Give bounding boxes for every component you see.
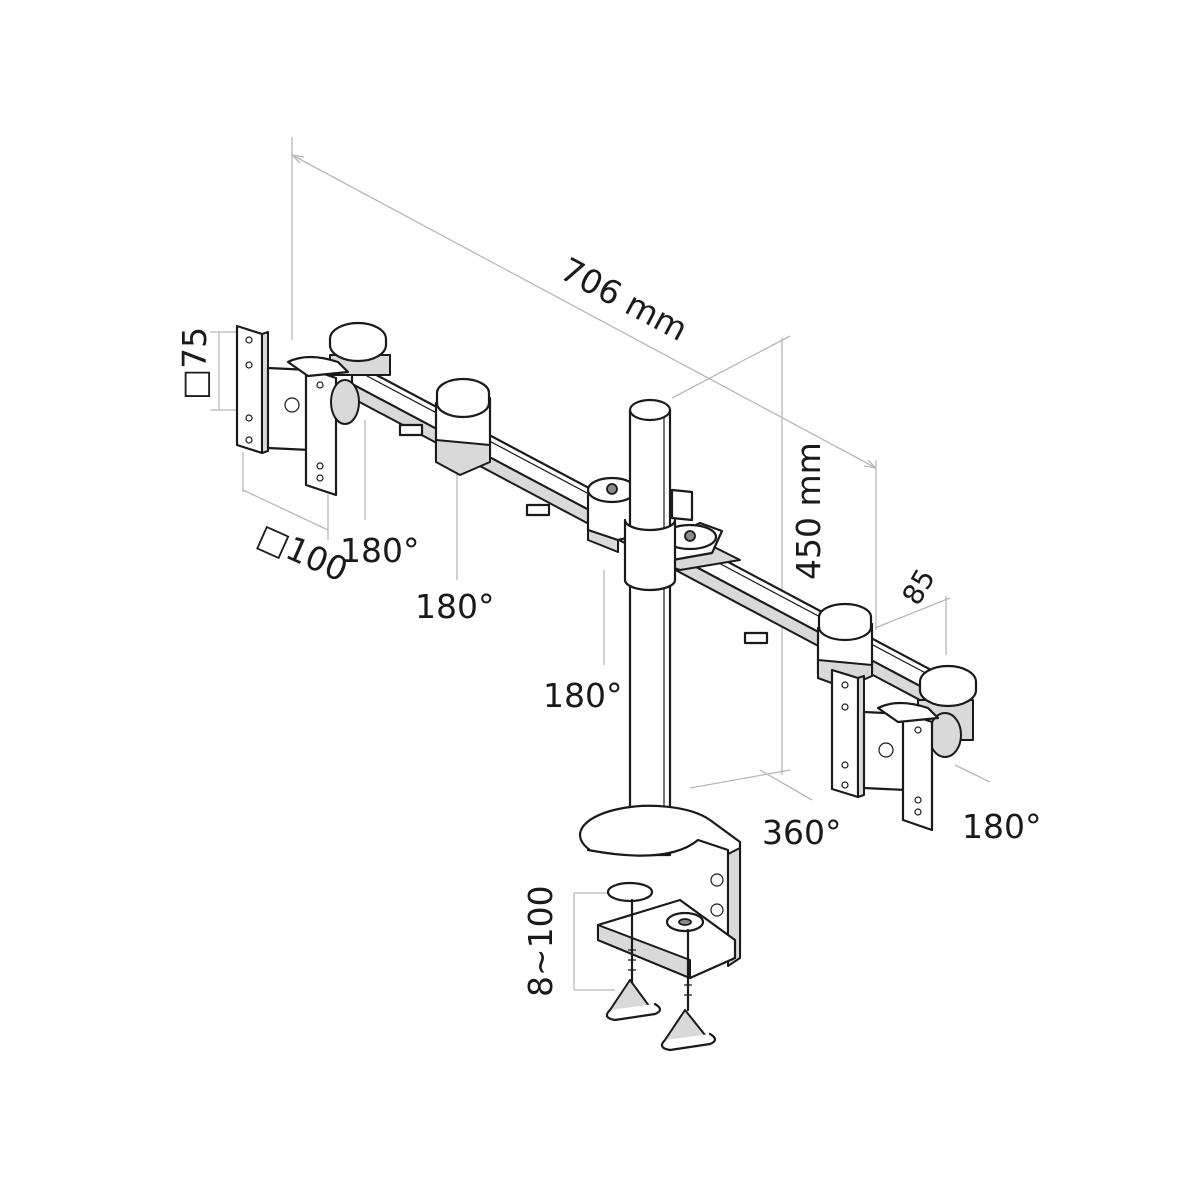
label-center-hub-rotation: 180° xyxy=(543,676,623,715)
left-vesa-mount xyxy=(235,324,360,497)
dimension-lines xyxy=(210,137,991,991)
left-arm-slider xyxy=(434,377,492,476)
desk-clamp xyxy=(579,804,742,1052)
label-pole-base-rotation: 360° xyxy=(762,813,842,852)
label-pole-height: 450 mm xyxy=(789,442,828,580)
label-vesa-width: □100 xyxy=(252,516,354,590)
label-desk-thickness: 8~100 xyxy=(521,885,560,997)
label-vesa-height: □75 xyxy=(175,327,214,400)
label-left-plate-rotation: 180° xyxy=(340,531,420,570)
label-left-joint-rotation: 180° xyxy=(415,587,495,626)
support-pole xyxy=(623,398,677,857)
label-right-plate-rotation: 180° xyxy=(962,807,1042,846)
left-joint-knob xyxy=(328,321,391,376)
label-arm-width: 706 mm xyxy=(554,250,694,349)
right-vesa-mount xyxy=(830,668,940,832)
